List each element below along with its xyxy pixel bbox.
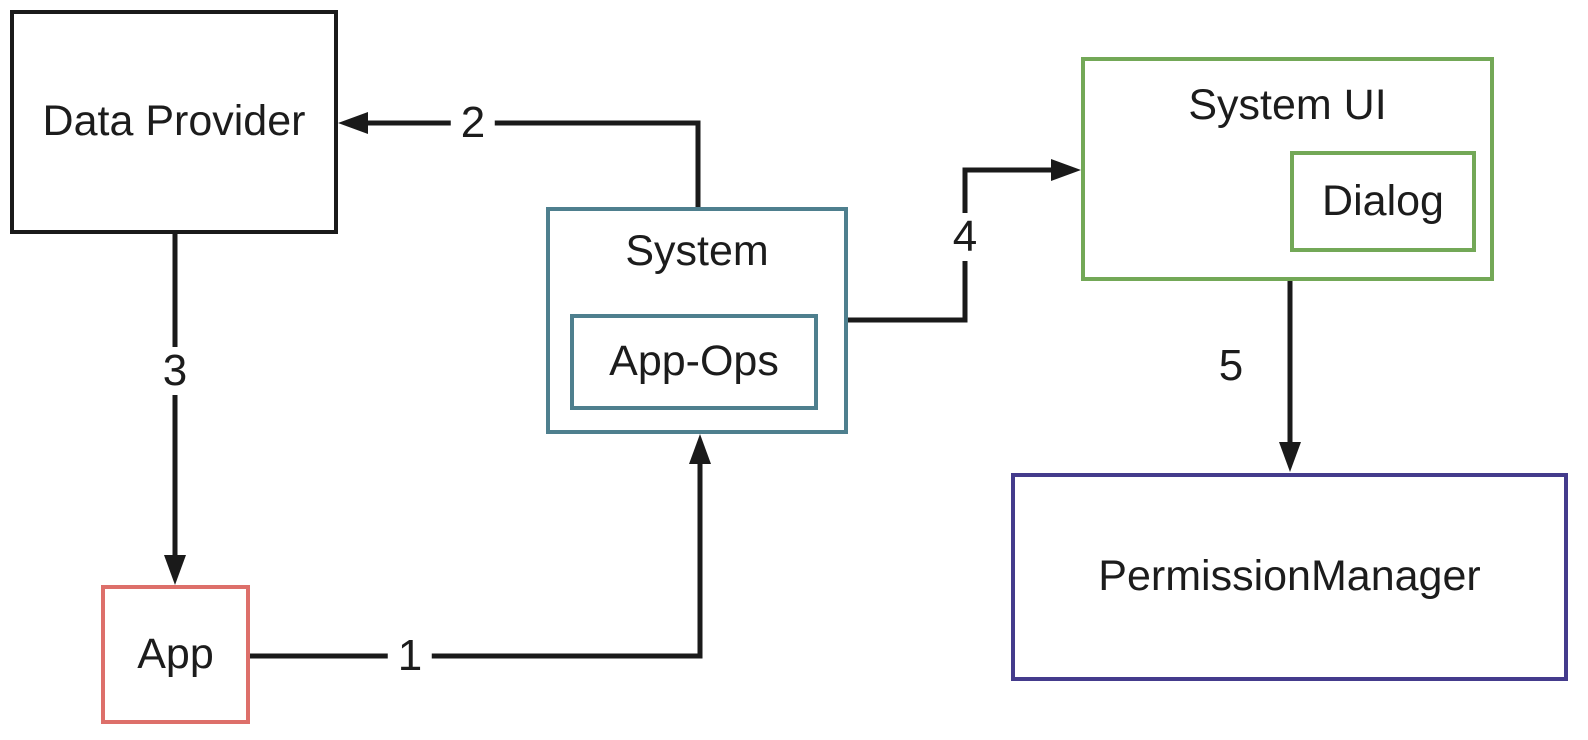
edge-label-2: 2 [450, 99, 496, 147]
edge-label-4: 4 [942, 213, 988, 261]
arrow-app-to-system [250, 434, 711, 659]
edge-label-1: 1 [387, 632, 433, 680]
arrow-system-ui-to-permission-manager [1279, 281, 1301, 472]
node-system-ui-label: System UI [1188, 81, 1387, 129]
node-app-label: App [137, 629, 214, 678]
node-app-ops-label: App-Ops [609, 337, 779, 386]
node-data-provider-label: Data Provider [42, 97, 306, 146]
arrow-data-provider-to-app [164, 234, 186, 585]
node-permission-manager: PermissionManager [1011, 473, 1568, 681]
arrow-system-to-data-provider [338, 112, 701, 207]
node-permission-manager-label: PermissionManager [1098, 552, 1481, 601]
node-dialog-label: Dialog [1322, 176, 1444, 225]
edge-label-5: 5 [1208, 342, 1254, 390]
node-app-ops: App-Ops [570, 314, 818, 410]
node-app: App [101, 585, 250, 724]
edge-label-3: 3 [152, 347, 198, 395]
node-data-provider: Data Provider [10, 10, 338, 234]
node-dialog: Dialog [1290, 151, 1476, 252]
node-system-label: System [625, 227, 769, 275]
